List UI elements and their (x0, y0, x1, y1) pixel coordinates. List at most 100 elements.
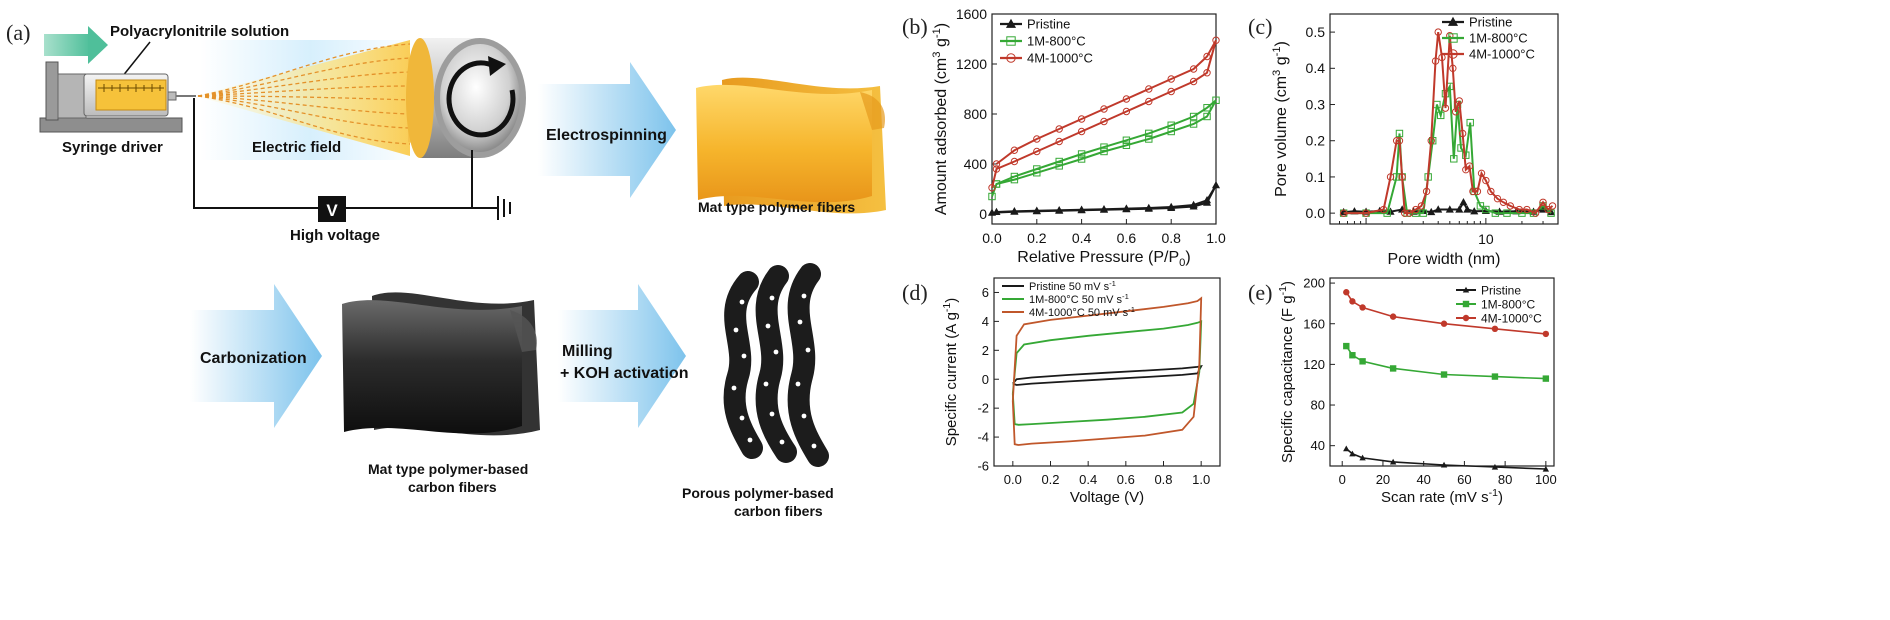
legend-label-2: 1M-800°C (1481, 297, 1535, 311)
data-point (1491, 325, 1499, 333)
data-point (1473, 187, 1482, 196)
data-point (1010, 157, 1019, 166)
data-point (1055, 162, 1063, 170)
x-axis-label: Pore width (nm) (1388, 251, 1501, 268)
data-point (988, 184, 996, 192)
data-point (1452, 108, 1460, 116)
legend-label-1: Pristine (1027, 17, 1070, 32)
data-point (1455, 97, 1463, 105)
data-point (1440, 320, 1448, 327)
legend-marker (1462, 314, 1470, 322)
data-point (1458, 129, 1467, 138)
data-point (1100, 105, 1108, 113)
y-tick-label: 6 (982, 285, 989, 300)
legend-label-1: Pristine (1481, 283, 1521, 297)
field-label: Electric field (252, 139, 341, 156)
data-point (1499, 198, 1508, 206)
data-point (1343, 445, 1350, 452)
legend-marker (1006, 53, 1016, 63)
y-tick-label: 1600 (956, 6, 987, 22)
porous-carbon-fibers-icon (723, 263, 829, 467)
data-point (1491, 463, 1499, 470)
data-point (992, 165, 1001, 173)
data-point (1431, 57, 1440, 65)
y-tick-label: 80 (1311, 398, 1325, 413)
data-point (992, 160, 1001, 168)
legend-marker (1462, 300, 1470, 308)
y-axis-label: Pore volume (cm3 g-1) (1271, 41, 1290, 197)
y-tick-label: 400 (964, 156, 988, 172)
data-point (1343, 342, 1350, 350)
y-tick-label: 4 (982, 314, 989, 329)
step-milling-label-line1: Milling (562, 343, 613, 360)
data-point (1203, 69, 1211, 77)
data-point (1203, 104, 1211, 112)
legend-label-3: 4M-1000°C (1481, 311, 1542, 325)
x-tick-label: 0.8 (1161, 230, 1181, 246)
data-point (1203, 52, 1211, 61)
x-tick-label: 10 (1478, 231, 1494, 247)
x-axis-label: Voltage (V) (1070, 489, 1144, 506)
mat-fibers-label: Mat type polymer fibers (698, 199, 855, 215)
process-arrow-electrospinning: Electrospinning (538, 62, 676, 198)
legend-marker (1005, 18, 1017, 28)
data-point (1211, 181, 1221, 189)
data-point (1465, 162, 1474, 170)
data-point (1441, 104, 1450, 112)
data-point (1167, 202, 1176, 211)
data-point (1167, 121, 1175, 129)
data-point (1010, 146, 1019, 154)
y-tick-label: 40 (1311, 438, 1325, 453)
data-point (1459, 198, 1468, 206)
data-point (1100, 117, 1108, 126)
data-point (1544, 205, 1552, 214)
x-axis-label: Scan rate (mV s-1) (1381, 487, 1503, 506)
carbon-mat-label-line1: Mat type polymer-based (368, 461, 528, 477)
panel-label-b: (b) (902, 14, 928, 39)
data-point (1122, 136, 1131, 144)
data-point (1398, 173, 1406, 181)
step-carbonization-label: Carbonization (200, 350, 307, 367)
data-point (1100, 143, 1108, 151)
x-tick-label: 0 (1339, 472, 1346, 487)
data-point (1203, 112, 1211, 121)
panel-label-c: (c) (1248, 14, 1272, 39)
data-point (1145, 135, 1153, 143)
panel-label-a: (a) (6, 20, 30, 45)
data-point (1395, 129, 1404, 138)
data-point (1033, 169, 1041, 177)
series-line-3 (991, 39, 1217, 189)
y-tick-label: 2 (982, 343, 989, 358)
data-point (1189, 120, 1198, 128)
data-point (1389, 313, 1397, 320)
x-tick-label: 0.6 (1117, 230, 1137, 246)
x-tick-label: 0.8 (1154, 472, 1172, 487)
data-point (1440, 371, 1448, 378)
data-point (1440, 461, 1448, 468)
y-tick-label: -2 (977, 401, 989, 416)
data-point (1417, 202, 1426, 210)
data-point (1542, 465, 1550, 472)
data-point (1144, 203, 1153, 212)
data-point (1099, 205, 1109, 213)
legend-label-2: 1M-800°C 50 mV s-1 (1029, 292, 1129, 306)
data-point (1548, 202, 1557, 210)
schematic-panel: (a) Polyacrylonitrile solution (6, 20, 886, 519)
data-point (1450, 155, 1458, 163)
data-point (1339, 209, 1348, 217)
y-tick-label: 0.1 (1306, 169, 1326, 185)
plot-frame (1329, 13, 1559, 225)
x-tick-label: 0.6 (1117, 472, 1135, 487)
step-milling-label-line2: + KOH activation (560, 365, 688, 382)
data-point (1412, 205, 1420, 214)
y-tick-label: 0.0 (1306, 205, 1326, 221)
data-point (1033, 165, 1041, 173)
data-point (1389, 458, 1397, 465)
x-tick-label: 100 (1535, 472, 1557, 487)
x-tick-label: 0.4 (1079, 472, 1097, 487)
data-point (1392, 137, 1401, 145)
data-point (1482, 176, 1490, 185)
